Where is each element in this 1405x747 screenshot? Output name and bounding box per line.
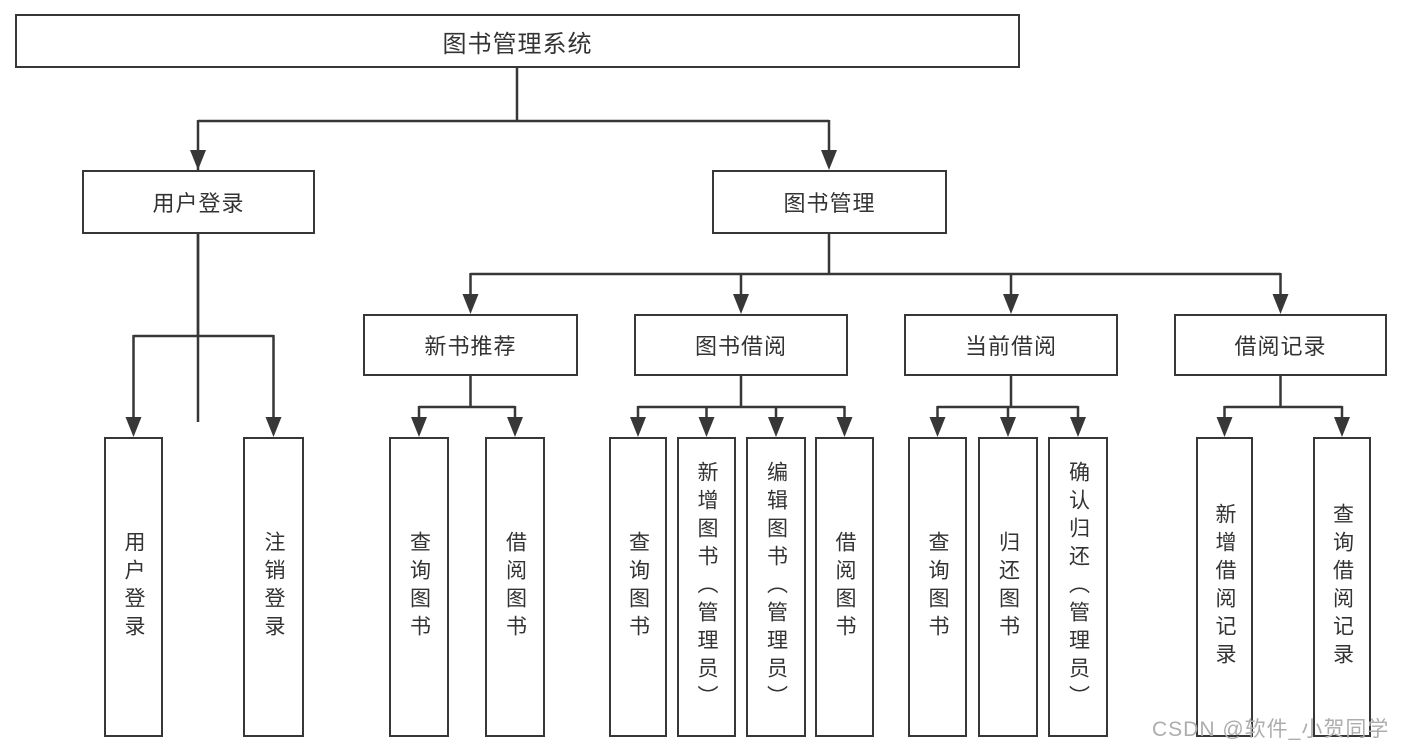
node-borrow-records: 借阅记录 [1174, 314, 1387, 376]
connector-user-login-to-leaves [132, 233, 275, 423]
arrowhead [190, 150, 206, 170]
arrowhead [1216, 417, 1233, 437]
arrowhead [698, 417, 715, 437]
connector-book-management-to-level3 [469, 233, 1282, 300]
leaf-query-books-recommend: 查询图书 [389, 437, 449, 737]
arrowhead [1000, 417, 1016, 437]
leaf-query-books-borrow: 查询图书 [609, 437, 667, 737]
leaf-add-borrow-record: 新增借阅记录 [1196, 437, 1253, 737]
arrowhead [265, 417, 282, 437]
leaf-query-books-current: 查询图书 [908, 437, 967, 737]
arrowhead [462, 294, 479, 314]
node-user-login: 用户登录 [82, 170, 315, 234]
leaf-add-book-admin: 新增图书（管理员） [677, 437, 736, 737]
leaf-logout: 注销登录 [243, 437, 304, 737]
leaf-return-book: 归还图书 [978, 437, 1038, 737]
node-book-management: 图书管理 [712, 170, 947, 234]
leaf-query-borrow-record: 查询借阅记录 [1313, 437, 1371, 737]
arrowhead [1070, 417, 1086, 437]
leaf-user-login: 用户登录 [104, 437, 163, 737]
arrowhead [507, 417, 523, 437]
connector-current-borrow-to-leaves [936, 375, 1080, 423]
arrowhead [1334, 417, 1350, 437]
arrowhead [411, 417, 427, 437]
arrowhead [1003, 294, 1019, 314]
leaf-confirm-return-admin: 确认归还（管理员） [1048, 437, 1108, 737]
arrowhead [125, 417, 142, 437]
leaf-edit-book-admin: 编辑图书（管理员） [746, 437, 806, 737]
node-current-borrow: 当前借阅 [904, 314, 1118, 376]
connector-book-borrow-to-leaves [636, 375, 846, 423]
node-book-borrow: 图书借阅 [634, 314, 848, 376]
connector-new-book-to-leaves [417, 375, 517, 423]
connector-root-to-level2 [196, 67, 831, 422]
node-library-management-system: 图书管理系统 [15, 14, 1020, 68]
connector-borrow-records-to-leaves [1223, 375, 1344, 423]
csdn-watermark: CSDN @软件_小贺同学 [1152, 718, 1390, 741]
arrowhead [630, 417, 646, 437]
leaf-borrow-book: 借阅图书 [815, 437, 874, 737]
leaf-borrow-book-recommend: 借阅图书 [485, 437, 545, 737]
arrowhead [1272, 294, 1289, 314]
arrowhead [929, 417, 946, 437]
arrowhead [836, 417, 853, 437]
arrowhead [821, 150, 837, 170]
arrowhead [733, 294, 749, 314]
arrowhead [768, 417, 784, 437]
node-new-book-recommend: 新书推荐 [363, 314, 578, 376]
